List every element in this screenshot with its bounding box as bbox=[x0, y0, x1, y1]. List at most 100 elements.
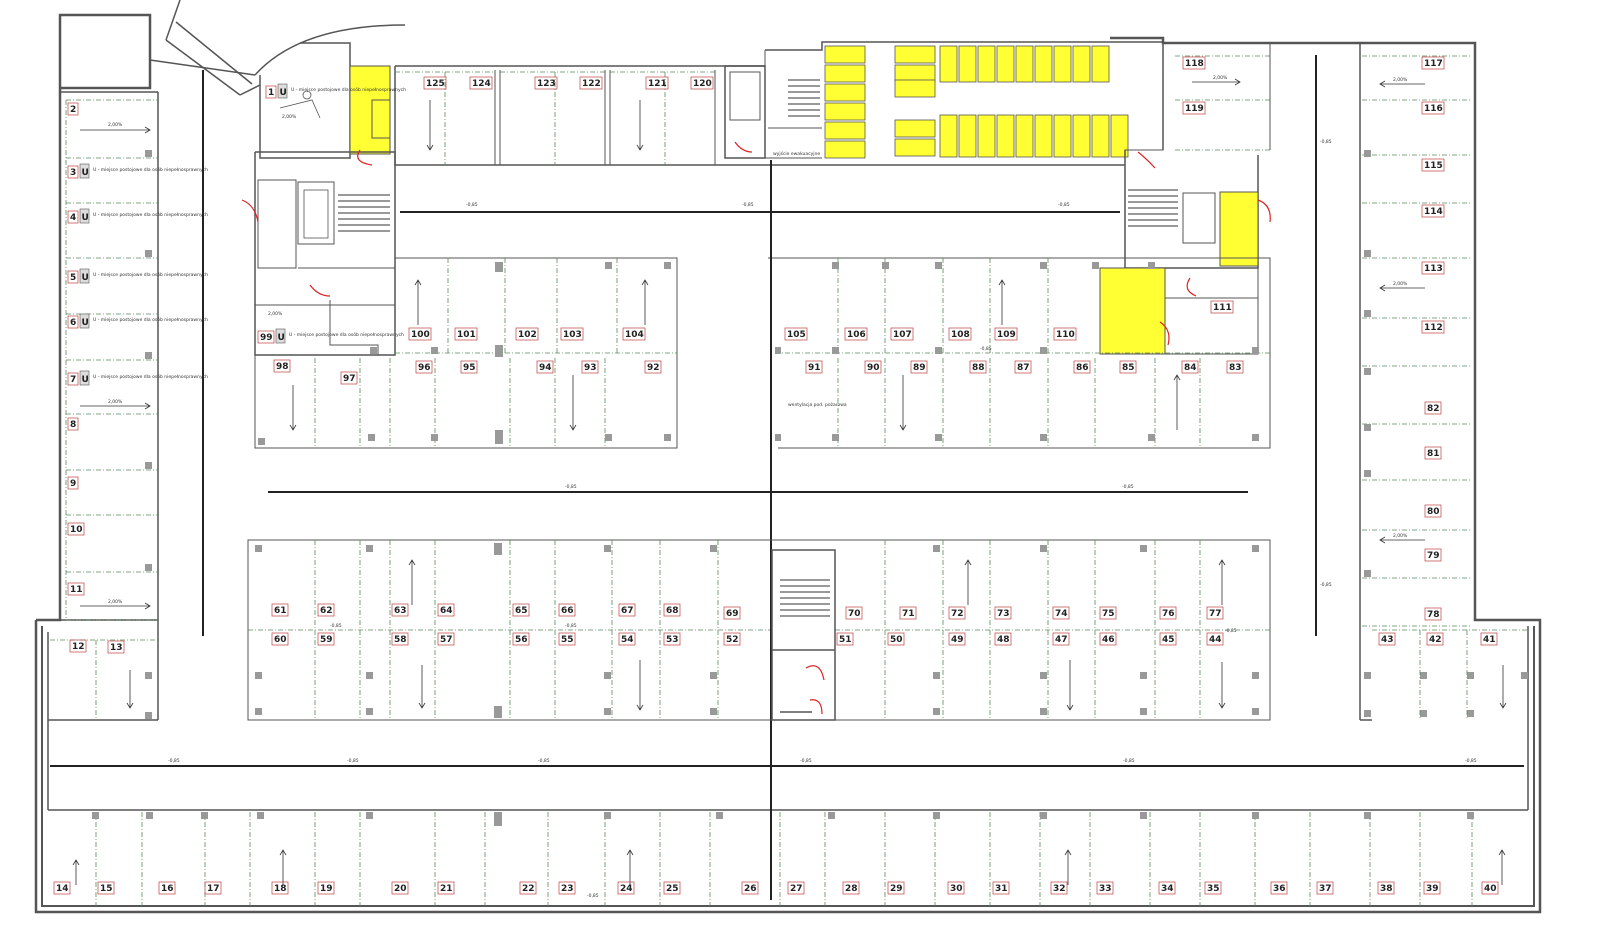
spot-number: 80 bbox=[1427, 507, 1440, 517]
parking-spot-101: 101 bbox=[454, 327, 478, 341]
parking-spot-109: 109 bbox=[994, 327, 1018, 341]
parking-spot-62: 62 bbox=[317, 603, 335, 617]
spot-number-box bbox=[515, 327, 539, 341]
parking-spot-105: 105 bbox=[784, 327, 808, 341]
slope-arrows bbox=[72, 78, 1507, 885]
storage-unit bbox=[996, 45, 1015, 83]
spot-number-box bbox=[1158, 881, 1176, 895]
spot-number-box bbox=[645, 76, 669, 90]
spot-number: 54 bbox=[621, 635, 634, 645]
outer-walls bbox=[34, 0, 1542, 914]
spot-number: 53 bbox=[666, 635, 679, 645]
spot-number-box bbox=[391, 632, 409, 646]
spot-number-box bbox=[622, 327, 646, 341]
disabled-parking-icon: U bbox=[275, 328, 286, 344]
spot-number: 122 bbox=[582, 79, 601, 89]
spot-number-box bbox=[67, 476, 79, 490]
spot-number-box bbox=[864, 360, 882, 374]
spot-number-box bbox=[1421, 56, 1445, 70]
svg-text:U: U bbox=[82, 213, 89, 223]
spot-number-box bbox=[1159, 606, 1177, 620]
spot-number-box bbox=[1377, 881, 1395, 895]
parking-spot-9: 9 bbox=[67, 476, 79, 490]
parking-spot-65: 65 bbox=[512, 603, 530, 617]
slope-label: 2,00% bbox=[108, 599, 123, 605]
spot-number: 103 bbox=[563, 330, 582, 340]
disabled-parking-icon: U bbox=[277, 83, 288, 99]
storage-unit bbox=[1053, 45, 1072, 83]
disabled-parking-icon: U bbox=[79, 313, 90, 329]
ventilation-note: wentylacja pod. pożarowa bbox=[788, 402, 847, 408]
parking-spot-66: 66 bbox=[558, 603, 576, 617]
parking-spot-51: 51 bbox=[836, 632, 854, 646]
level-label: -0,85 bbox=[1320, 139, 1332, 145]
svg-text:U: U bbox=[82, 273, 89, 283]
spot-number-box bbox=[581, 360, 599, 374]
spot-number-box bbox=[787, 881, 805, 895]
spot-number-box bbox=[1119, 360, 1137, 374]
parking-spot-21: 21 bbox=[437, 881, 455, 895]
parking-spot-69: 69 bbox=[723, 606, 741, 620]
parking-spot-78: 78 bbox=[1424, 607, 1442, 621]
parking-spot-47: 47 bbox=[1052, 632, 1070, 646]
spot-number-box bbox=[1424, 504, 1442, 518]
spot-number-box bbox=[784, 327, 808, 341]
slope-label: 2,00% bbox=[268, 311, 283, 317]
parking-spot-24: 24 bbox=[617, 881, 635, 895]
parking-spot-64: 64 bbox=[437, 603, 455, 617]
parking-spot-63: 63 bbox=[391, 603, 409, 617]
parking-spot-12: 12 bbox=[69, 639, 87, 653]
parking-spot-97: 97 bbox=[340, 371, 358, 385]
spot-number: 31 bbox=[995, 884, 1008, 894]
spot-number: 13 bbox=[110, 643, 123, 653]
spot-number-box bbox=[67, 315, 79, 329]
spot-number: 16 bbox=[161, 884, 174, 894]
spot-number: 71 bbox=[902, 609, 915, 619]
spot-number-box bbox=[317, 881, 335, 895]
spot-number-box bbox=[663, 881, 681, 895]
spot-number: 48 bbox=[997, 635, 1010, 645]
spot-number-box bbox=[1421, 204, 1445, 218]
disabled-spot-note: U - miejsce postojowe dla osób niepełnos… bbox=[93, 166, 208, 173]
spot-number: 104 bbox=[625, 330, 644, 340]
parking-spot-117: 117 bbox=[1421, 56, 1445, 70]
middle-island-upper bbox=[254, 160, 1271, 900]
spot-number: 116 bbox=[1424, 104, 1443, 114]
spot-number: 58 bbox=[394, 635, 407, 645]
spot-number: 45 bbox=[1162, 635, 1175, 645]
spot-number: 67 bbox=[621, 606, 634, 616]
spot-number-box bbox=[536, 360, 554, 374]
spot-number-box bbox=[1426, 632, 1444, 646]
spot-number: 117 bbox=[1424, 59, 1443, 69]
spot-number-box bbox=[1424, 607, 1442, 621]
parking-spot-38: 38 bbox=[1377, 881, 1395, 895]
spot-number: 1 bbox=[268, 88, 274, 98]
spot-number: 12 bbox=[72, 642, 85, 652]
parking-spot-40: 40 bbox=[1481, 881, 1499, 895]
parking-spot-18: 18 bbox=[271, 881, 289, 895]
spot-number: 101 bbox=[457, 330, 476, 340]
spot-number-box bbox=[97, 881, 115, 895]
spot-number-box bbox=[1182, 101, 1206, 115]
spot-number: 15 bbox=[100, 884, 113, 894]
parking-spot-123: 123 bbox=[534, 76, 558, 90]
spot-number-box bbox=[1316, 881, 1334, 895]
parking-spot-92: 92 bbox=[644, 360, 662, 374]
spot-number-box bbox=[67, 270, 79, 284]
parking-spot-57: 57 bbox=[437, 632, 455, 646]
parking-spot-79: 79 bbox=[1424, 548, 1442, 562]
spot-number-box bbox=[1421, 261, 1445, 275]
parking-spot-36: 36 bbox=[1270, 881, 1288, 895]
parking-spot-46: 46 bbox=[1099, 632, 1117, 646]
spot-number-box bbox=[1480, 632, 1498, 646]
spot-number: 121 bbox=[648, 79, 667, 89]
spot-number: 105 bbox=[787, 330, 806, 340]
svg-text:U: U bbox=[280, 88, 287, 98]
spot-number: 28 bbox=[845, 884, 858, 894]
disabled-spot-note: U - miejsce postojowe dla osób niepełnos… bbox=[291, 86, 406, 93]
spot-number: 95 bbox=[463, 363, 476, 373]
